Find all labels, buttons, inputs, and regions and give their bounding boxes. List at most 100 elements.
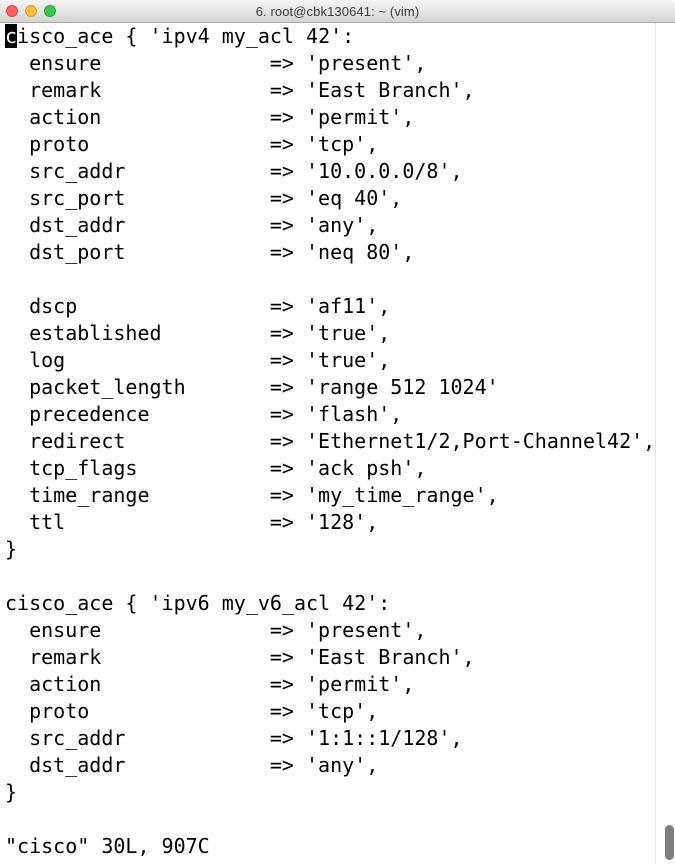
- terminal-line: dst_addr => 'any',: [5, 212, 675, 239]
- terminal-line: action => 'permit',: [5, 104, 675, 131]
- terminal-line: proto => 'tcp',: [5, 131, 675, 158]
- property-value: 'permit',: [306, 105, 415, 129]
- hashrocket-arrow: =>: [269, 348, 307, 372]
- terminal-line: }: [5, 537, 18, 561]
- hashrocket-arrow: =>: [269, 213, 307, 237]
- terminal-content[interactable]: cisco_ace { 'ipv4 my_acl 42':ensure=> 'p…: [0, 23, 675, 864]
- property-value: 'East Branch',: [306, 645, 475, 669]
- hashrocket-arrow: =>: [269, 78, 307, 102]
- property-key: redirect: [29, 429, 126, 453]
- hashrocket-arrow: =>: [269, 510, 307, 534]
- hashrocket-arrow: =>: [269, 753, 307, 777]
- property-key: src_addr: [29, 159, 126, 183]
- close-button[interactable]: [6, 5, 18, 17]
- window-title: 6. root@cbk130641: ~ (vim): [255, 3, 420, 19]
- vim-cursor: c: [5, 24, 18, 48]
- property-key: ensure: [29, 618, 102, 642]
- hashrocket-arrow: =>: [269, 375, 307, 399]
- property-value: 'East Branch',: [306, 78, 475, 102]
- terminal-line: time_range => 'my_time_range',: [5, 482, 675, 509]
- terminal-line: dst_addr=> 'any',: [5, 752, 675, 779]
- terminal-line: ensure => 'present',: [5, 50, 675, 77]
- property-value: '10.0.0.0/8',: [306, 159, 463, 183]
- vim-status-line: "cisco" 30L, 907C: [5, 834, 210, 858]
- terminal-line: precedence=> 'flash',: [5, 401, 675, 428]
- terminal-line: action => 'permit',: [5, 671, 675, 698]
- scrollbar-thumb[interactable]: [665, 825, 674, 860]
- terminal-line: src_addr => '10.0.0.0/8',: [5, 158, 675, 185]
- property-key: proto: [29, 132, 90, 156]
- terminal-blank-line: [5, 266, 675, 293]
- property-key: dscp: [29, 294, 78, 318]
- hashrocket-arrow: =>: [269, 132, 307, 156]
- property-key: action: [29, 105, 102, 129]
- property-key: packet_length: [29, 375, 186, 399]
- property-value: 'tcp',: [306, 699, 379, 723]
- terminal-line: dscp => 'af11',: [5, 293, 675, 320]
- hashrocket-arrow: =>: [269, 618, 307, 642]
- hashrocket-arrow: =>: [269, 456, 307, 480]
- property-key: precedence: [29, 402, 150, 426]
- property-value: 'af11',: [306, 294, 391, 318]
- hashrocket-arrow: =>: [269, 699, 307, 723]
- property-key: time_range: [29, 483, 150, 507]
- property-key: remark: [29, 645, 102, 669]
- property-value: 'any',: [306, 213, 379, 237]
- hashrocket-arrow: =>: [269, 483, 307, 507]
- property-key: dst_addr: [29, 213, 126, 237]
- property-key: log: [29, 348, 66, 372]
- property-key: action: [29, 672, 102, 696]
- property-key: src_addr: [29, 726, 126, 750]
- hashrocket-arrow: =>: [269, 294, 307, 318]
- hashrocket-arrow: =>: [269, 672, 307, 696]
- minimize-button[interactable]: [25, 5, 37, 17]
- hashrocket-arrow: =>: [269, 186, 307, 210]
- property-key: ttl: [29, 510, 66, 534]
- terminal-line: packet_length => 'range 512 1024': [5, 374, 675, 401]
- property-value: 'Ethernet1/2,Port-Channel42',: [306, 429, 656, 453]
- hashrocket-arrow: =>: [269, 105, 307, 129]
- property-value: 'present',: [306, 618, 427, 642]
- hashrocket-arrow: =>: [269, 51, 307, 75]
- hashrocket-arrow: =>: [269, 240, 307, 264]
- property-key: tcp_flags: [29, 456, 138, 480]
- terminal-line: src_addr => '1:1::1/128',: [5, 725, 675, 752]
- terminal-buffer: cisco_ace { 'ipv4 my_acl 42':ensure=> 'p…: [5, 23, 675, 833]
- hashrocket-arrow: =>: [269, 726, 307, 750]
- zoom-button[interactable]: [44, 5, 56, 17]
- property-value: 'my_time_range',: [306, 483, 499, 507]
- property-value: 'present',: [306, 51, 427, 75]
- property-key: ensure: [29, 51, 102, 75]
- property-key: remark: [29, 78, 102, 102]
- terminal-line: dst_port => 'neq 80',: [5, 239, 675, 266]
- hashrocket-arrow: =>: [269, 159, 307, 183]
- property-key: dst_port: [29, 240, 126, 264]
- property-value: '1:1::1/128',: [306, 726, 463, 750]
- titlebar[interactable]: 6. root@cbk130641: ~ (vim): [0, 0, 675, 23]
- property-value: 'ack psh',: [306, 456, 427, 480]
- scrollbar-track[interactable]: [655, 23, 675, 864]
- hashrocket-arrow: =>: [269, 645, 307, 669]
- terminal-line: log=> 'true',: [5, 347, 675, 374]
- terminal-line: }: [5, 780, 18, 804]
- terminal-line: tcp_flags => 'ack psh',: [5, 455, 675, 482]
- terminal-line: redirect=> 'Ethernet1/2,Port-Channel42',: [5, 428, 675, 455]
- property-value: 'range 512 1024': [306, 375, 499, 399]
- property-key: src_port: [29, 186, 126, 210]
- property-value: 'permit',: [306, 672, 415, 696]
- property-value: 'any',: [306, 753, 379, 777]
- property-value: 'tcp',: [306, 132, 379, 156]
- terminal-line: src_port => 'eq 40',: [5, 185, 675, 212]
- terminal-blank-line: [5, 806, 675, 833]
- property-value: 'eq 40',: [306, 186, 403, 210]
- traffic-lights: [6, 5, 56, 17]
- terminal-line: established=> 'true',: [5, 320, 675, 347]
- terminal-blank-line: [5, 563, 675, 590]
- property-key: established: [29, 321, 162, 345]
- terminal-line: remark => 'East Branch',: [5, 644, 675, 671]
- property-key: proto: [29, 699, 90, 723]
- property-value: 'true',: [306, 321, 391, 345]
- terminal-line: ensure => 'present',: [5, 617, 675, 644]
- property-value: 'neq 80',: [306, 240, 415, 264]
